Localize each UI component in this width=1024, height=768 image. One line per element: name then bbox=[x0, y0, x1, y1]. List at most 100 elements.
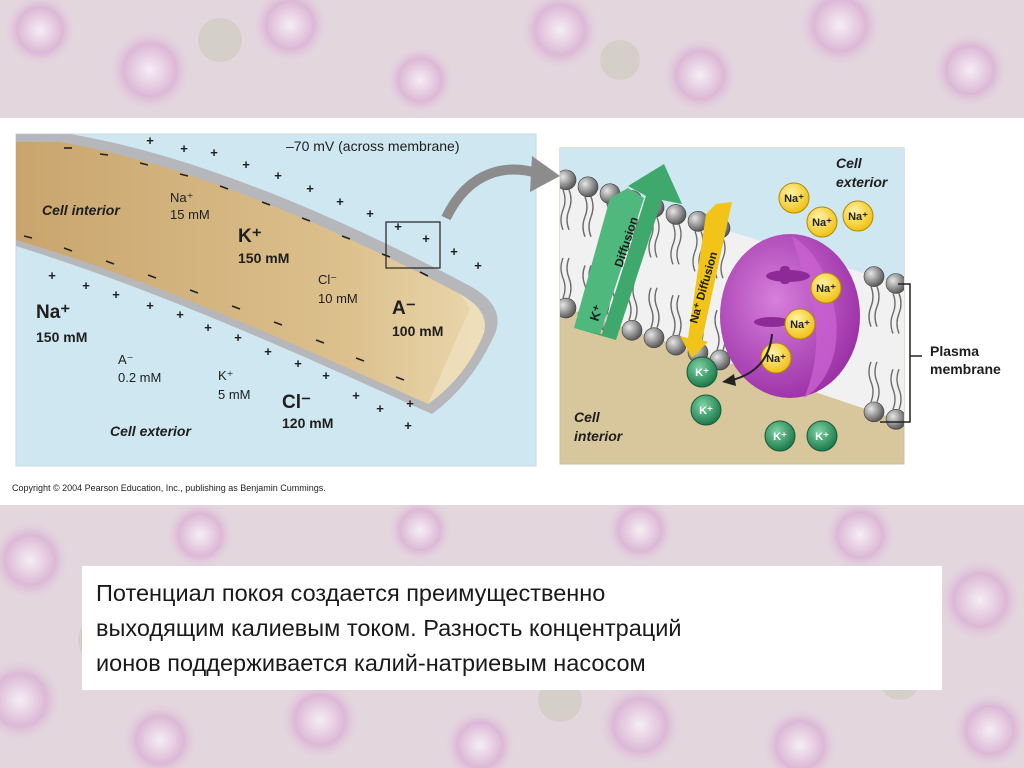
interior-a-conc: 100 mM bbox=[392, 323, 443, 339]
lipid-tail bbox=[582, 196, 588, 238]
svg-text:+: + bbox=[406, 396, 414, 411]
svg-text:+: + bbox=[204, 320, 212, 335]
sodium-ion-label: Na⁺ bbox=[848, 211, 868, 223]
lipid-head bbox=[863, 401, 885, 423]
interior-cl-ion: Cl⁻ bbox=[318, 272, 337, 287]
potassium-ion-label: K⁺ bbox=[695, 367, 709, 379]
lipid-tail bbox=[566, 189, 572, 231]
svg-text:+: + bbox=[146, 133, 154, 148]
zoom-arrow bbox=[441, 156, 560, 221]
sodium-ion: Na⁺ bbox=[784, 308, 816, 340]
svg-text:+: + bbox=[274, 168, 282, 183]
na-diffusion-arrow bbox=[680, 202, 732, 358]
lipid-tail bbox=[654, 287, 660, 328]
exterior-k-conc: 5 mM bbox=[218, 387, 251, 402]
lipid-tail bbox=[874, 286, 880, 327]
sodium-ion-label: Na⁺ bbox=[790, 319, 810, 331]
lipid-tail bbox=[560, 257, 566, 299]
cell-interior-label-right-2: interior bbox=[574, 428, 624, 444]
svg-text:+: + bbox=[336, 194, 344, 209]
svg-text:+: + bbox=[294, 356, 302, 371]
exterior-cl-ion: Cl⁻ bbox=[282, 392, 311, 413]
exterior-cl-conc: 120 mM bbox=[282, 415, 333, 431]
voltage-label: –70 mV (across membrane) bbox=[286, 138, 460, 154]
lipid-tail bbox=[896, 369, 902, 410]
lipid-tail bbox=[648, 287, 654, 328]
cytoplasm bbox=[16, 142, 485, 404]
k-diffusion-ion: K⁺ bbox=[587, 303, 606, 323]
svg-text:+: + bbox=[112, 287, 120, 302]
lipid-tail bbox=[692, 231, 698, 272]
svg-text:+: + bbox=[474, 258, 482, 273]
lipid-tail bbox=[560, 189, 566, 231]
potassium-ion-label: K⁺ bbox=[699, 405, 713, 417]
potassium-ion: K⁺ bbox=[764, 420, 796, 452]
pump-release-arrow bbox=[722, 333, 773, 386]
interior-k-conc: 150 mM bbox=[238, 250, 289, 266]
svg-text:+: + bbox=[450, 244, 458, 259]
interior-k-ion: K⁺ bbox=[238, 226, 262, 247]
caption-line-2: выходящим калиевым током. Разность конце… bbox=[96, 615, 682, 641]
copyright-text: Copyright © 2004 Pearson Education, Inc.… bbox=[12, 483, 326, 493]
svg-text:+: + bbox=[210, 145, 218, 160]
left-panel: +++ +++ +++ +++ +++ +++ +++ +++ ++ –70 m… bbox=[15, 133, 537, 467]
potassium-ion-label: K⁺ bbox=[815, 431, 829, 443]
svg-text:+: + bbox=[146, 298, 154, 313]
interior-na-conc: 15 mM bbox=[170, 207, 210, 222]
cell-exterior-label-right-2: exterior bbox=[836, 174, 889, 190]
lipid-tail bbox=[676, 224, 682, 265]
lipid-tail bbox=[890, 369, 896, 410]
svg-text:+: + bbox=[404, 418, 412, 433]
lipid-tail bbox=[896, 293, 902, 334]
sodium-ion: Na⁺ bbox=[806, 206, 838, 238]
lipid-head bbox=[885, 409, 904, 430]
lipid-head bbox=[560, 297, 577, 319]
cell-interior-label-left: Cell interior bbox=[42, 202, 121, 218]
membrane-potential-figure: +++ +++ +++ +++ +++ +++ +++ +++ ++ –70 m… bbox=[0, 118, 1024, 505]
potassium-ion: K⁺ bbox=[686, 356, 718, 388]
potassium-ion-label: K⁺ bbox=[773, 431, 787, 443]
svg-text:+: + bbox=[366, 206, 374, 221]
lipid-tail bbox=[588, 196, 594, 238]
exterior-a-ion: A⁻ bbox=[118, 352, 134, 367]
interior-a-ion: A⁻ bbox=[392, 298, 416, 319]
svg-text:+: + bbox=[306, 181, 314, 196]
svg-text:+: + bbox=[82, 278, 90, 293]
lipid-tail bbox=[720, 237, 726, 279]
lipid-tail bbox=[890, 293, 896, 334]
sodium-ion: Na⁺ bbox=[842, 200, 874, 232]
lipid-tail bbox=[874, 361, 880, 403]
sodium-ion: Na⁺ bbox=[778, 182, 810, 214]
lipid-tail bbox=[868, 361, 874, 403]
exterior-a-conc: 0.2 mM bbox=[118, 370, 161, 385]
magnify-box bbox=[385, 221, 441, 269]
caption-line-1: Потенциал покоя создается преимущественн… bbox=[96, 580, 606, 606]
right-panel: Diffusion K⁺ Na⁺ Diffusion Na⁺Na⁺Na⁺Na⁺N… bbox=[559, 147, 905, 465]
plasma-membrane-label-2: membrane bbox=[930, 361, 1001, 377]
svg-text:+: + bbox=[180, 141, 188, 156]
sodium-ion-label: Na⁺ bbox=[784, 193, 804, 205]
k-diffusion-arrow bbox=[574, 164, 682, 340]
interior-cl-conc: 10 mM bbox=[318, 291, 358, 306]
lipid-tail bbox=[670, 294, 676, 336]
lipid-tail bbox=[670, 224, 676, 265]
sodium-ion-label: Na⁺ bbox=[816, 283, 836, 295]
lipid-head bbox=[621, 319, 643, 341]
svg-text:+: + bbox=[234, 330, 242, 345]
figure-svg: +++ +++ +++ +++ +++ +++ +++ +++ ++ –70 m… bbox=[15, 133, 1001, 467]
exterior-k-ion: K⁺ bbox=[218, 368, 234, 383]
sodium-ion-label: Na⁺ bbox=[766, 353, 786, 365]
potassium-ion: K⁺ bbox=[806, 420, 838, 452]
svg-text:+: + bbox=[264, 344, 272, 359]
cell-interior-label-right-1: Cell bbox=[574, 409, 601, 425]
lipid-tail bbox=[654, 217, 660, 258]
svg-text:+: + bbox=[394, 219, 402, 234]
caption-box: Потенциал покоя создается преимущественн… bbox=[82, 566, 942, 690]
cell-exterior-label-left: Cell exterior bbox=[110, 423, 192, 439]
lipid-head bbox=[577, 176, 599, 198]
lipid-tail bbox=[676, 294, 682, 336]
lipid-head bbox=[863, 266, 885, 287]
plasma-membrane-bracket bbox=[880, 283, 922, 423]
svg-text:+: + bbox=[352, 388, 360, 403]
lipid-tail bbox=[868, 286, 874, 327]
